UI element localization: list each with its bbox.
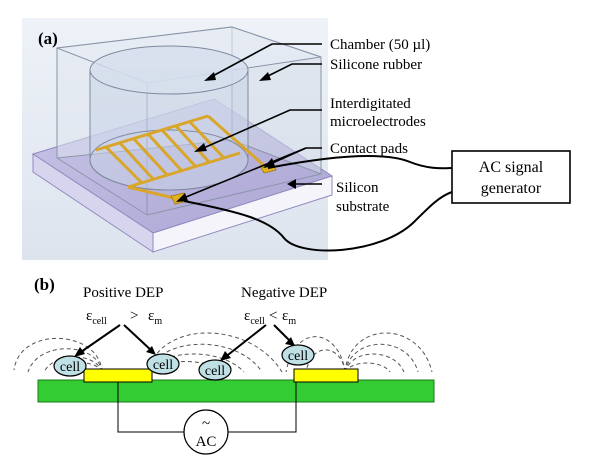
epsilon-m-pos: ε [148, 308, 154, 324]
silicone-callout: Silicone rubber [330, 57, 422, 73]
panel-b-label: (b) [34, 275, 55, 294]
cell-label: cell [288, 349, 308, 364]
cell-positive-left: cell [53, 355, 87, 377]
ac-signal-generator-box: AC signal generator [451, 150, 571, 204]
ac-tilde: ~ [202, 416, 210, 432]
ac-source: ~ AC [183, 409, 229, 455]
positive-dep-title: Positive DEP [83, 285, 163, 301]
panel-a: (a) Chamber (50 µl) Silicone rubber Inte… [22, 18, 571, 260]
svg-text:εcell: εcell [86, 308, 107, 327]
silicon-callout-2: substrate [336, 199, 390, 215]
cell-label: cell [60, 360, 80, 375]
svg-text:εm: εm [282, 308, 296, 327]
panel-a-label: (a) [38, 29, 58, 48]
left-electrode [83, 368, 153, 383]
sub-cell-neg: cell [250, 316, 265, 327]
cell-label: cell [153, 358, 173, 373]
dep-arrows [74, 324, 295, 361]
interdigitated-microelectrodes [95, 114, 269, 201]
sub-m-neg: m [288, 316, 296, 327]
panel-b: (b) Positive DEP Negative DEP εcell > εm… [13, 275, 435, 455]
negative-dep-condition: εcell < εm [244, 308, 296, 327]
chamber-callout: Chamber (50 µl) [330, 37, 430, 53]
less-sign: < [269, 308, 277, 324]
chamber-arrow [208, 43, 322, 79]
silicon-callout-1: Silicon [336, 180, 379, 196]
interdigitated-callout-1: Interdigitated [330, 96, 411, 112]
epsilon-cell-neg: ε [244, 308, 250, 324]
sub-cell-pos: cell [92, 316, 107, 327]
green-substrate [37, 379, 435, 403]
generator-wires [183, 155, 453, 252]
negative-dep-title: Negative DEP [241, 285, 327, 301]
cell-negative-left: cell [198, 359, 232, 381]
cell-negative-right: cell [281, 344, 315, 366]
epsilon-cell-pos: ε [86, 308, 92, 324]
epsilon-m-neg: ε [282, 308, 288, 324]
generator-label-1: AC signal [479, 159, 544, 176]
interdigitated-callout-2: microelectrodes [330, 114, 426, 130]
callout-arrows [176, 43, 322, 202]
ac-label: AC [196, 434, 217, 450]
contact-pads-arrow-2 [180, 147, 307, 200]
greater-sign: > [130, 308, 138, 324]
sub-m-pos: m [154, 316, 162, 327]
chamber-arrowhead [204, 72, 216, 81]
cell-positive-right: cell [146, 353, 180, 375]
silicone-arrow [263, 63, 322, 79]
interdigitated-arrow [198, 109, 322, 151]
chamber-cylinder [89, 45, 249, 191]
contact-pads-callout: Contact pads [330, 141, 408, 157]
svg-text:εcell: εcell [244, 308, 265, 327]
ac-circuit-wires [117, 382, 297, 433]
positive-dep-condition: εcell > εm [86, 308, 162, 327]
svg-text:εm: εm [148, 308, 162, 327]
generator-label-2: generator [481, 180, 542, 197]
right-electrode [293, 368, 359, 383]
cell-label: cell [205, 364, 225, 379]
